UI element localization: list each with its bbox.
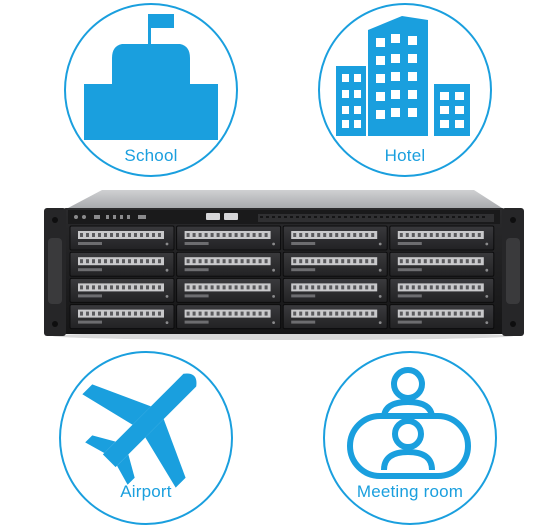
hotel-icon — [318, 3, 492, 177]
scenario-label: Hotel — [384, 146, 426, 165]
drive-tray — [176, 251, 282, 277]
scenario-meeting-room: Meeting room — [320, 346, 500, 528]
rackmount-nas-device — [44, 190, 524, 340]
drive-tray — [389, 304, 495, 330]
drive-tray — [389, 225, 495, 251]
drive-tray — [176, 304, 282, 330]
school-icon — [64, 3, 238, 177]
scenario-school: School — [62, 0, 240, 180]
drive-tray — [282, 277, 388, 303]
scenario-hotel: Hotel — [316, 0, 494, 180]
drive-tray — [282, 251, 388, 277]
drive-tray — [69, 277, 175, 303]
scenario-label: School — [124, 146, 178, 165]
scenario-label: Meeting room — [356, 482, 464, 501]
drive-tray — [176, 277, 282, 303]
drive-tray — [69, 251, 175, 277]
scenario-label: Airport — [120, 482, 172, 501]
drive-tray — [176, 225, 282, 251]
meeting-room-icon — [323, 351, 497, 525]
drive-tray — [69, 304, 175, 330]
drive-tray — [69, 225, 175, 251]
airplane-icon — [59, 351, 233, 525]
drive-tray — [282, 304, 388, 330]
drive-tray — [389, 251, 495, 277]
drive-tray — [282, 225, 388, 251]
scenario-airport: Airport — [56, 346, 236, 528]
drive-tray — [389, 277, 495, 303]
